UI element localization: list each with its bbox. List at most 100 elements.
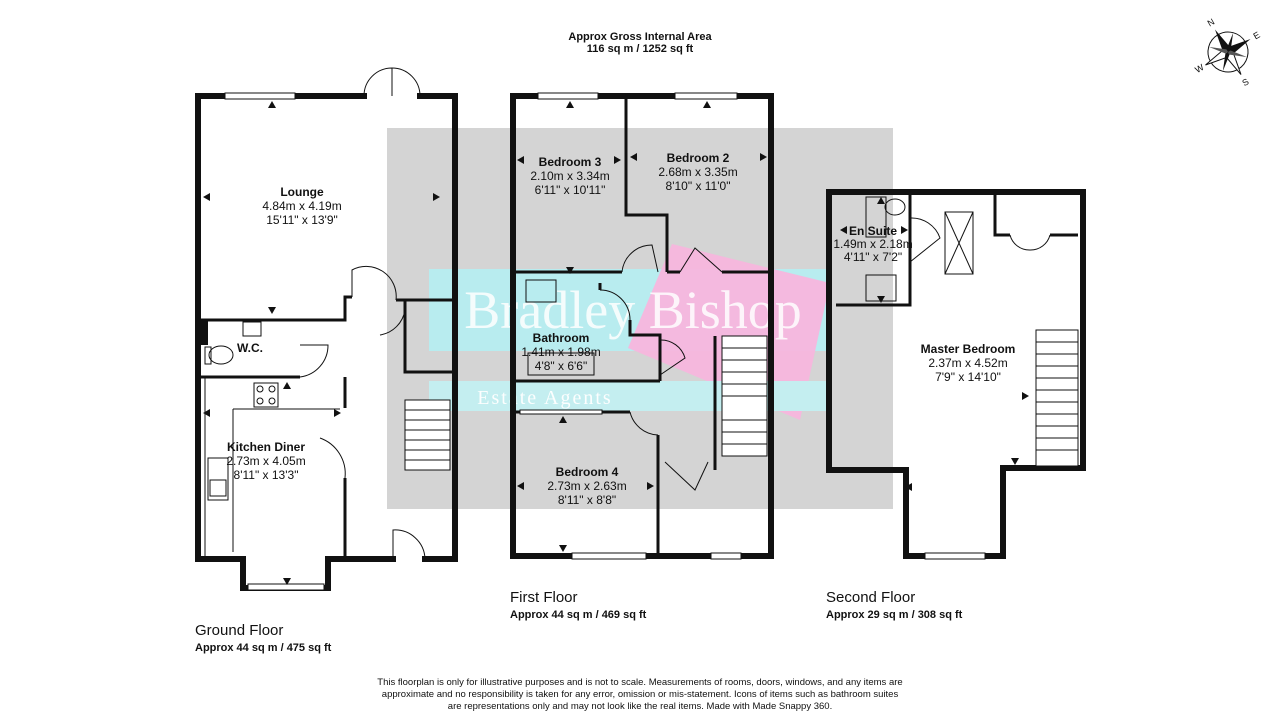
dimension-arrow [268, 101, 276, 108]
dimension-arrow [905, 483, 912, 491]
dimension-arrow [517, 482, 524, 490]
shower-tray-icon [865, 196, 887, 238]
sf-ensuite-walls [836, 192, 912, 307]
floor-label-second: Second Floor Approx 29 sq m / 308 sq ft [826, 589, 962, 621]
watermark-brand: Bradley Bishop [464, 280, 801, 340]
dimension-arrow [283, 382, 291, 389]
dimension-arrow [760, 153, 767, 161]
floor-label-ground: Ground Floor Approx 44 sq m / 475 sq ft [195, 622, 331, 654]
gf-lounge-door [351, 265, 397, 301]
room-name-ensuite: En Suite [849, 224, 897, 238]
gf-staircase [404, 399, 451, 471]
dimension-arrow [630, 153, 637, 161]
dimension-arrow [614, 156, 621, 164]
dimension-arrow [203, 409, 210, 417]
hob-ring-icon [268, 397, 276, 405]
compass-icon: N E S W [1193, 17, 1261, 89]
dimension-arrow [840, 226, 847, 234]
ff-bedroom2-window [674, 92, 738, 100]
skylight-cross [944, 211, 974, 275]
sf-wardrobe-doors [1009, 234, 1051, 251]
room-name-master: Master Bedroom [921, 342, 1016, 356]
hob-ring-icon [256, 397, 264, 405]
dimension-arrow [703, 101, 711, 108]
floor-area: Approx 44 sq m / 469 sq ft [510, 609, 647, 621]
dimension-arrow [559, 416, 567, 423]
gf-understair-wall [403, 300, 455, 374]
first-floor-plan: Bedroom 3 2.10m x 3.34m 6'11" x 10'11" B… [510, 92, 774, 560]
dimension-arrow [517, 156, 524, 164]
room-imperial-bedroom4: 8'11" x 8'8" [558, 493, 616, 507]
toilet-icon [208, 345, 234, 365]
ff-cupboard-door [659, 339, 686, 376]
room-imperial-bedroom3: 6'11" x 10'11" [535, 183, 606, 197]
watermark: Bradley Bishop Estate Agents [387, 128, 893, 509]
gf-wc-pillar [198, 320, 208, 345]
ff-bedroom3-door [621, 244, 659, 273]
disclaimer-line: This floorplan is only for illustrative … [377, 677, 903, 688]
dimension-arrow [559, 545, 567, 552]
room-name-bedroom2: Bedroom 2 [667, 151, 730, 165]
cistern-icon [204, 346, 212, 365]
floor-name: Second Floor [826, 589, 916, 606]
ff-bedroom4-wardrobe [519, 409, 603, 415]
gross-area-value: 116 sq m / 1252 sq ft [586, 43, 694, 55]
gf-french-door-left [363, 67, 393, 97]
wc-basin-icon [242, 321, 262, 337]
room-metric-bathroom: 1.41m x 1.98m [521, 345, 600, 359]
floor-name: First Floor [510, 589, 578, 606]
disclaimer-line: approximate and no responsibility is tak… [381, 689, 899, 700]
ff-bedroom-divider [624, 96, 669, 272]
room-metric-bedroom4: 2.73m x 2.63m [547, 479, 626, 493]
gf-french-door-right [391, 67, 421, 97]
stair-block [404, 399, 451, 471]
second-floor-plan: En Suite 1.49m x 2.18m 4'11" x 7'2" Mast… [826, 189, 1086, 560]
room-name-bathroom: Bathroom [533, 331, 590, 345]
sf-ensuite-door [909, 217, 941, 263]
compass-letter-w: W [1193, 62, 1206, 75]
gross-area-title: Approx Gross Internal Area [568, 31, 712, 43]
floor-area: Approx 29 sq m / 308 sq ft [826, 609, 963, 621]
sf-wardrobe-wall [993, 192, 1010, 237]
dimension-arrow [433, 193, 440, 201]
sf-staircase [1035, 329, 1079, 467]
room-name-lounge: Lounge [280, 185, 324, 199]
disclaimer: This floorplan is only for illustrative … [340, 677, 940, 713]
room-imperial-bathroom: 4'8" x 6'6" [535, 359, 587, 373]
dimension-arrow [334, 409, 341, 417]
compass-letter-n: N [1206, 17, 1217, 29]
room-metric-kitchen: 2.73m x 4.05m [226, 454, 305, 468]
ff-bathroom-door [599, 289, 631, 321]
gf-bay-window [247, 583, 325, 591]
ff-bedroom3-window [537, 92, 599, 100]
gf-wc-door [299, 344, 329, 378]
ff-bathroom-right-wall [628, 320, 662, 381]
dimension-arrow [268, 307, 276, 314]
room-name-bedroom4: Bedroom 4 [556, 465, 619, 479]
watermark-pink-shape [628, 244, 830, 420]
compass-letter-e: E [1251, 30, 1261, 42]
room-imperial-bedroom2: 8'10" x 11'0" [666, 179, 731, 193]
skylight-icon [944, 211, 974, 275]
dimension-arrow [647, 482, 654, 490]
room-metric-bedroom2: 2.68m x 3.35m [658, 165, 737, 179]
sink-bowl-icon [209, 479, 227, 497]
room-imperial-kitchen: 8'11" x 13'3" [234, 468, 299, 482]
room-imperial-master: 7'9" x 14'10" [935, 370, 1001, 384]
compass-letter-s: S [1240, 76, 1250, 88]
gf-outer-wall-right [417, 93, 458, 562]
dimension-arrow [877, 197, 885, 204]
room-name-bedroom3: Bedroom 3 [539, 155, 602, 169]
ff-bedroom4-window [571, 552, 647, 560]
gf-kitchen-door [319, 437, 346, 479]
hob-ring-icon [268, 385, 276, 393]
stair-block [1035, 329, 1079, 467]
hob-ring-icon [256, 385, 264, 393]
room-imperial-lounge: 15'11" x 13'9" [266, 213, 338, 227]
kitchen-sink-icon [207, 457, 229, 501]
dimension-arrow [877, 296, 885, 303]
ff-bedroom4-door [629, 411, 659, 436]
dimension-arrow [283, 578, 291, 585]
floor-name: Ground Floor [195, 622, 284, 639]
